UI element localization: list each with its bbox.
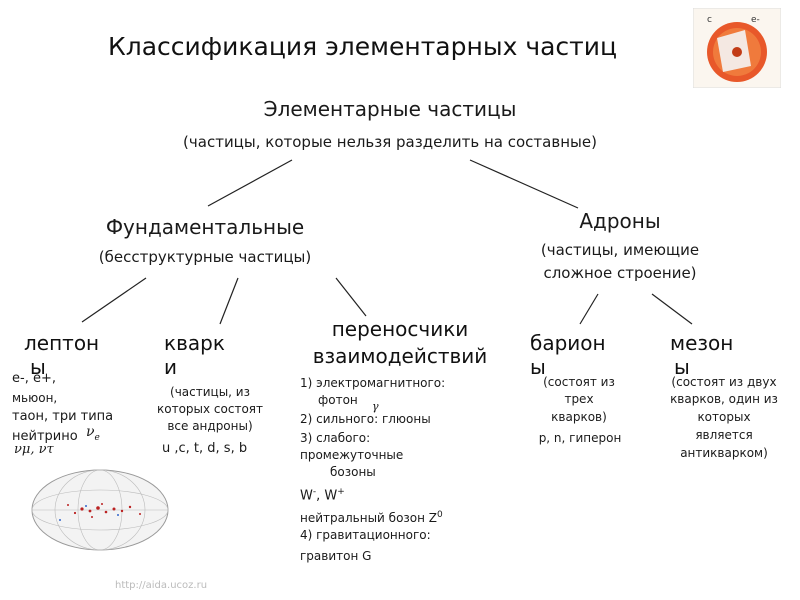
baryons-list: p, n, гиперон xyxy=(538,431,622,445)
carriers-item-1b: фотон xyxy=(318,393,358,407)
mesons-title-1: мезон xyxy=(670,331,734,355)
leptons-line-4: нейтрино xyxy=(12,429,78,444)
z-boson: нейтральный бозон Z0 xyxy=(300,510,443,525)
hadrons-desc-2: сложное строение) xyxy=(543,264,697,282)
graviton: гравитон G xyxy=(300,549,372,563)
carriers-item-3c: бозоны xyxy=(330,465,376,479)
hadrons-desc-1: (частицы, имеющие xyxy=(540,241,700,259)
quarks-title-1: кварк xyxy=(164,331,225,355)
leptons-line-2: мьюон, xyxy=(12,391,58,405)
mesons-desc-1: (состоят из двух xyxy=(671,375,777,389)
baryons-desc-1: (состоят из xyxy=(543,375,615,389)
mesons-desc-3: которых xyxy=(697,410,751,424)
logo-label-e: e- xyxy=(751,15,760,25)
leptons-line-3: таон, три типа xyxy=(12,409,114,424)
quarks-title-2: и xyxy=(164,355,177,379)
line-to-quarks xyxy=(219,277,239,325)
leptons-line-1: е-, е+, xyxy=(12,371,56,386)
line-to-carriers xyxy=(335,277,367,317)
baryons-title-1: барион xyxy=(530,331,606,355)
line-to-mesons xyxy=(651,293,693,325)
carriers-title-1: переносчики xyxy=(331,317,469,341)
quarks-desc-1: (частицы, из xyxy=(170,385,250,399)
leptons-title-2: ы xyxy=(30,355,46,379)
logo-label-c: c xyxy=(707,15,712,25)
carriers-item-1a: 1) электромагнитного: xyxy=(300,376,446,390)
line-to-leptons xyxy=(81,277,147,323)
line-to-baryons xyxy=(579,293,599,325)
line-to-hadrons xyxy=(469,159,579,209)
mesons-desc-4: является xyxy=(695,428,753,442)
w-bosons: W-, W+ xyxy=(300,487,345,504)
slide-title: Классификация элементарных частиц xyxy=(108,32,617,61)
mesons-desc-5: антикварком) xyxy=(680,446,768,460)
baryons-desc-3: кварков) xyxy=(551,410,607,424)
footer-url: http://aida.ucoz.ru xyxy=(115,580,208,591)
carriers-item-3b: промежуточные xyxy=(300,448,404,462)
neutrino-e-symbol: νe xyxy=(86,424,100,443)
neutrino-mu-tau-symbols: νμ, ντ xyxy=(14,442,54,457)
carriers-item-4: 4) гравитационного: xyxy=(300,528,431,542)
line-to-fundamental xyxy=(207,159,293,207)
particle-map-image xyxy=(20,460,180,560)
atom-logo-icon: c e- xyxy=(693,8,781,88)
carriers-item-3a: 3) слабого: xyxy=(300,431,371,445)
quarks-list: u ,c, t, d, s, b xyxy=(162,441,248,456)
carriers-item-2: 2) сильного: глюоны xyxy=(300,412,431,426)
baryons-title-2: ы xyxy=(530,355,546,379)
leptons-title-1: лептон xyxy=(24,331,100,355)
carriers-title-2: взаимодействий xyxy=(312,344,488,368)
heading-elementary: Элементарные частицы xyxy=(263,97,517,121)
fundamental-title: Фундаментальные xyxy=(105,215,305,239)
mesons-desc-2: кварков, один из xyxy=(670,392,778,406)
hadrons-title: Адроны xyxy=(579,209,661,233)
heading-elementary-desc: (частицы, которые нельзя разделить на со… xyxy=(183,133,597,151)
quarks-desc-3: все андроны) xyxy=(167,419,253,433)
quarks-desc-2: которых состоят xyxy=(156,402,263,416)
mesons-title-2: ы xyxy=(674,355,690,379)
fundamental-desc: (бесструктурные частицы) xyxy=(98,248,312,266)
baryons-desc-2: трех xyxy=(564,392,594,406)
gamma-symbol: γ xyxy=(372,400,379,413)
